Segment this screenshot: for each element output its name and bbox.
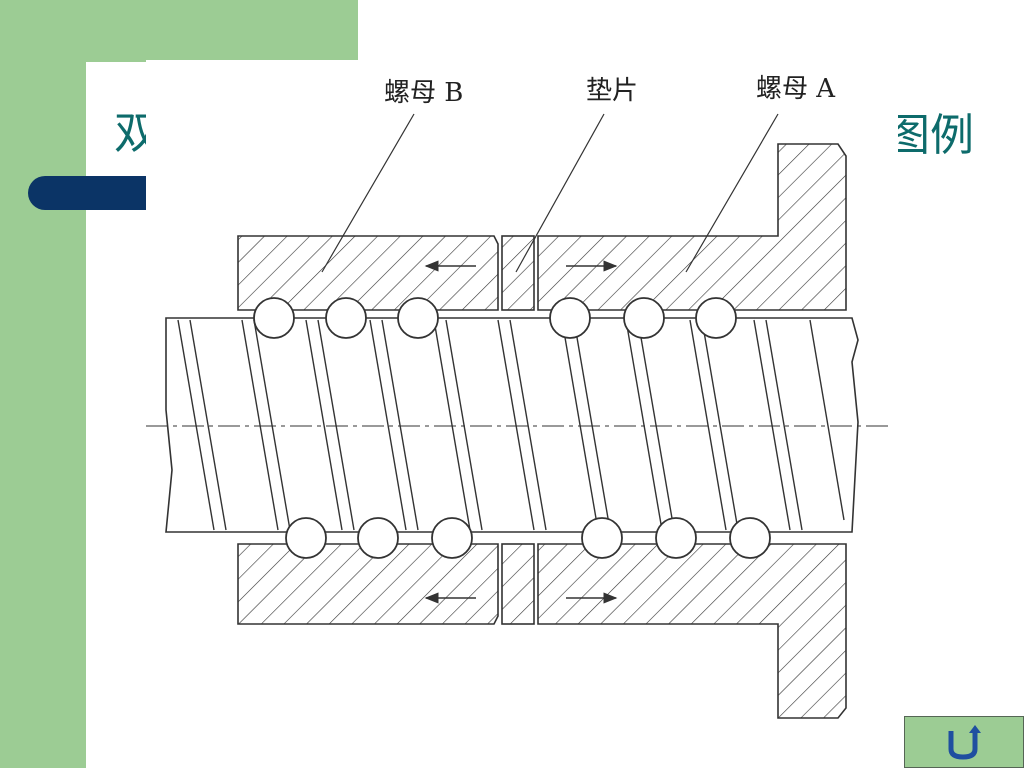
return-button[interactable] bbox=[904, 716, 1024, 768]
screw-shaft bbox=[146, 317, 891, 533]
balls-upper bbox=[253, 297, 737, 339]
nut-a-lower bbox=[537, 543, 847, 719]
ball-screw-drawing bbox=[146, 113, 891, 719]
nut-b-upper bbox=[237, 235, 499, 311]
label-nut-a: 螺母 A bbox=[756, 74, 836, 104]
nut-a-upper bbox=[537, 143, 847, 311]
slide-title-right: 图例 bbox=[886, 110, 974, 161]
title-accent-bar bbox=[28, 176, 158, 210]
ball-screw-diagram: 螺母 B 垫片 螺母 A bbox=[146, 60, 898, 728]
label-spacer: 垫片 bbox=[586, 76, 639, 106]
direction-arrows bbox=[424, 260, 618, 604]
balls-lower bbox=[285, 517, 771, 559]
slide-title-left: 双 bbox=[114, 112, 152, 156]
label-nut-b: 螺母 B bbox=[384, 78, 464, 108]
spacer-upper bbox=[501, 235, 535, 311]
u-turn-return-icon bbox=[948, 725, 981, 760]
spacer-lower bbox=[501, 543, 535, 625]
green-left-band bbox=[0, 0, 86, 768]
